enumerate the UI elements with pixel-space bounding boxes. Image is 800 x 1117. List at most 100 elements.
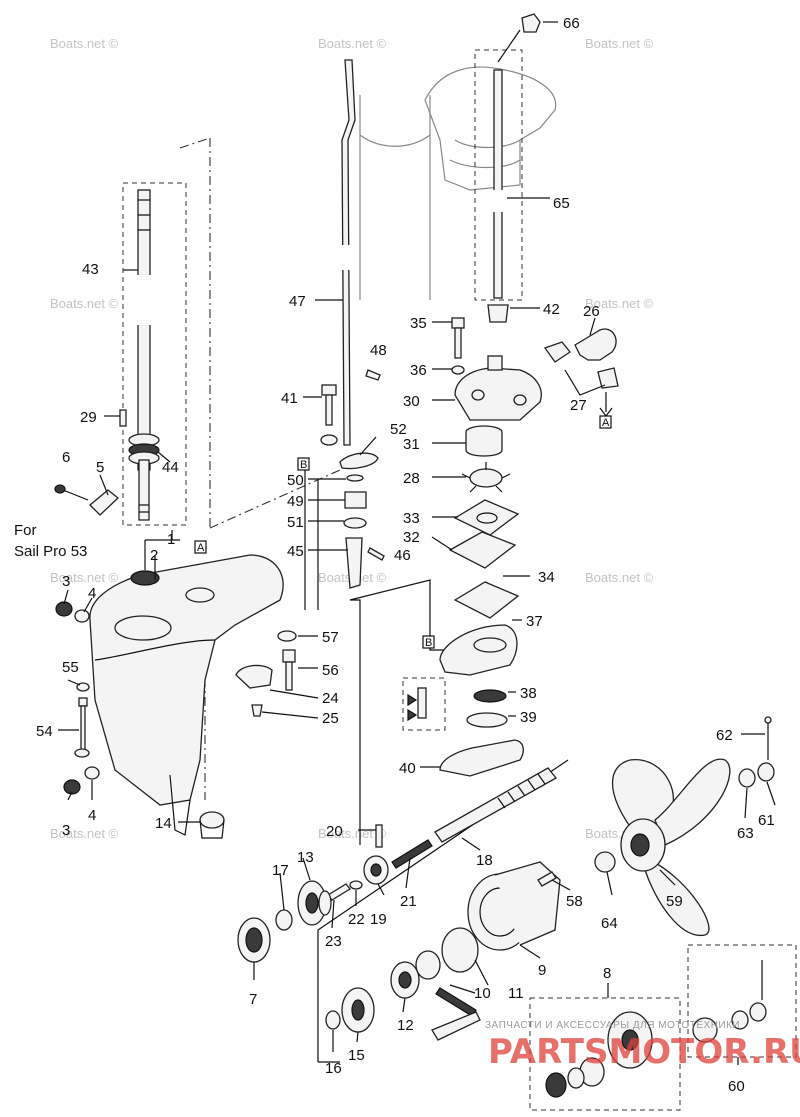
gasket: [439, 739, 524, 777]
callout: 19: [370, 911, 387, 928]
callout: 64: [601, 915, 618, 932]
callout: 57: [322, 629, 339, 646]
svg-text:A: A: [602, 417, 610, 429]
watermark: Boats.net ©: [585, 296, 654, 311]
bolt: [282, 649, 296, 691]
shim: [275, 909, 293, 931]
o-ring: [346, 474, 364, 482]
impeller-liner: [465, 425, 503, 457]
callout: 1: [167, 531, 175, 548]
plate: [448, 531, 517, 569]
washer: [451, 365, 465, 375]
callout: 34: [538, 569, 555, 586]
leader: [349, 579, 455, 845]
ref-box-b: B: [297, 457, 310, 471]
brand-watermark: PARTSMOTOR.RU: [488, 1032, 800, 1072]
prop-kit-box: [687, 944, 797, 1058]
callout: 26: [583, 303, 600, 320]
o-ring: [441, 927, 479, 973]
ref-box-a: A: [599, 415, 612, 429]
center-line: [179, 137, 211, 528]
watermark: Boats.net ©: [50, 570, 119, 585]
model-note: For: [14, 522, 37, 539]
callout: 60: [728, 1078, 745, 1095]
cotter-pin: [764, 716, 772, 724]
ref-box-b: B: [422, 635, 435, 649]
svg-text:B: B: [425, 637, 432, 649]
callout: 6: [62, 449, 70, 466]
kit-box: [529, 997, 681, 1111]
propeller: [612, 758, 731, 936]
grommet: [597, 367, 619, 389]
callout: 45: [287, 543, 304, 560]
callout: 8: [603, 965, 611, 982]
grommet: [543, 341, 571, 363]
callout: 44: [162, 459, 179, 476]
callout: 51: [287, 514, 304, 531]
pin: [375, 824, 383, 848]
prop-kit-contents: [692, 960, 767, 1043]
callout: 17: [272, 862, 289, 879]
propeller-shaft: [434, 767, 557, 843]
callout: 27: [570, 397, 587, 414]
callout: 3: [62, 822, 70, 839]
bushing: [344, 491, 367, 509]
callout: 31: [403, 436, 420, 453]
pump-base: [439, 624, 518, 676]
callout: 41: [281, 390, 298, 407]
pin: [365, 369, 381, 381]
leader-lines: [58, 21, 776, 1065]
pinion-gear: [199, 811, 225, 839]
callout: 54: [36, 723, 53, 740]
pump-housing: [454, 355, 542, 421]
callout: 9: [538, 962, 546, 979]
callout: 65: [553, 195, 570, 212]
bearing: [390, 950, 441, 999]
upper-housing-ghost: [359, 66, 557, 300]
callout: 36: [410, 362, 427, 379]
callout: 59: [666, 893, 683, 910]
screw: [367, 547, 385, 561]
impeller: [461, 462, 511, 493]
seal-detail-box: [402, 677, 446, 731]
callout: 5: [96, 459, 104, 476]
plunger: [327, 883, 351, 901]
callout: 12: [397, 1017, 414, 1034]
driveshaft-group-box: [122, 182, 187, 526]
watermark: Boats.net ©: [585, 36, 654, 51]
callout: 30: [403, 393, 420, 410]
washer: [594, 851, 616, 873]
callout: 10: [474, 985, 491, 1002]
watermark: Boats.net ©: [50, 296, 119, 311]
callout: 61: [758, 812, 775, 829]
clutch: [363, 855, 389, 885]
callout: 4: [88, 585, 96, 602]
retainer-plate: [339, 452, 379, 470]
callout: 32: [403, 529, 420, 546]
gasket: [453, 581, 520, 619]
callout: 62: [716, 727, 733, 744]
shim: [325, 1010, 341, 1030]
watermark: Boats.net ©: [50, 36, 119, 51]
callout: 49: [287, 493, 304, 510]
callout: 55: [62, 659, 79, 676]
callout: 23: [325, 933, 342, 950]
nut: [521, 13, 541, 33]
ball: [349, 880, 363, 890]
callout: 16: [325, 1060, 342, 1077]
svg-text:B: B: [300, 459, 307, 471]
watermark: Boats.net ©: [50, 826, 119, 841]
grommet: [487, 304, 509, 323]
center-line: [204, 469, 341, 800]
model-note: Sail Pro 53: [14, 543, 87, 560]
forward-gear: [297, 880, 332, 926]
oil-seal: [473, 689, 507, 703]
callout: 42: [543, 301, 560, 318]
upper-shift-rod: [490, 29, 521, 299]
callout: 63: [737, 825, 754, 842]
boot: [345, 537, 363, 589]
callout: 25: [322, 710, 339, 727]
shift-rod: [341, 59, 356, 446]
callout: 4: [88, 807, 96, 824]
